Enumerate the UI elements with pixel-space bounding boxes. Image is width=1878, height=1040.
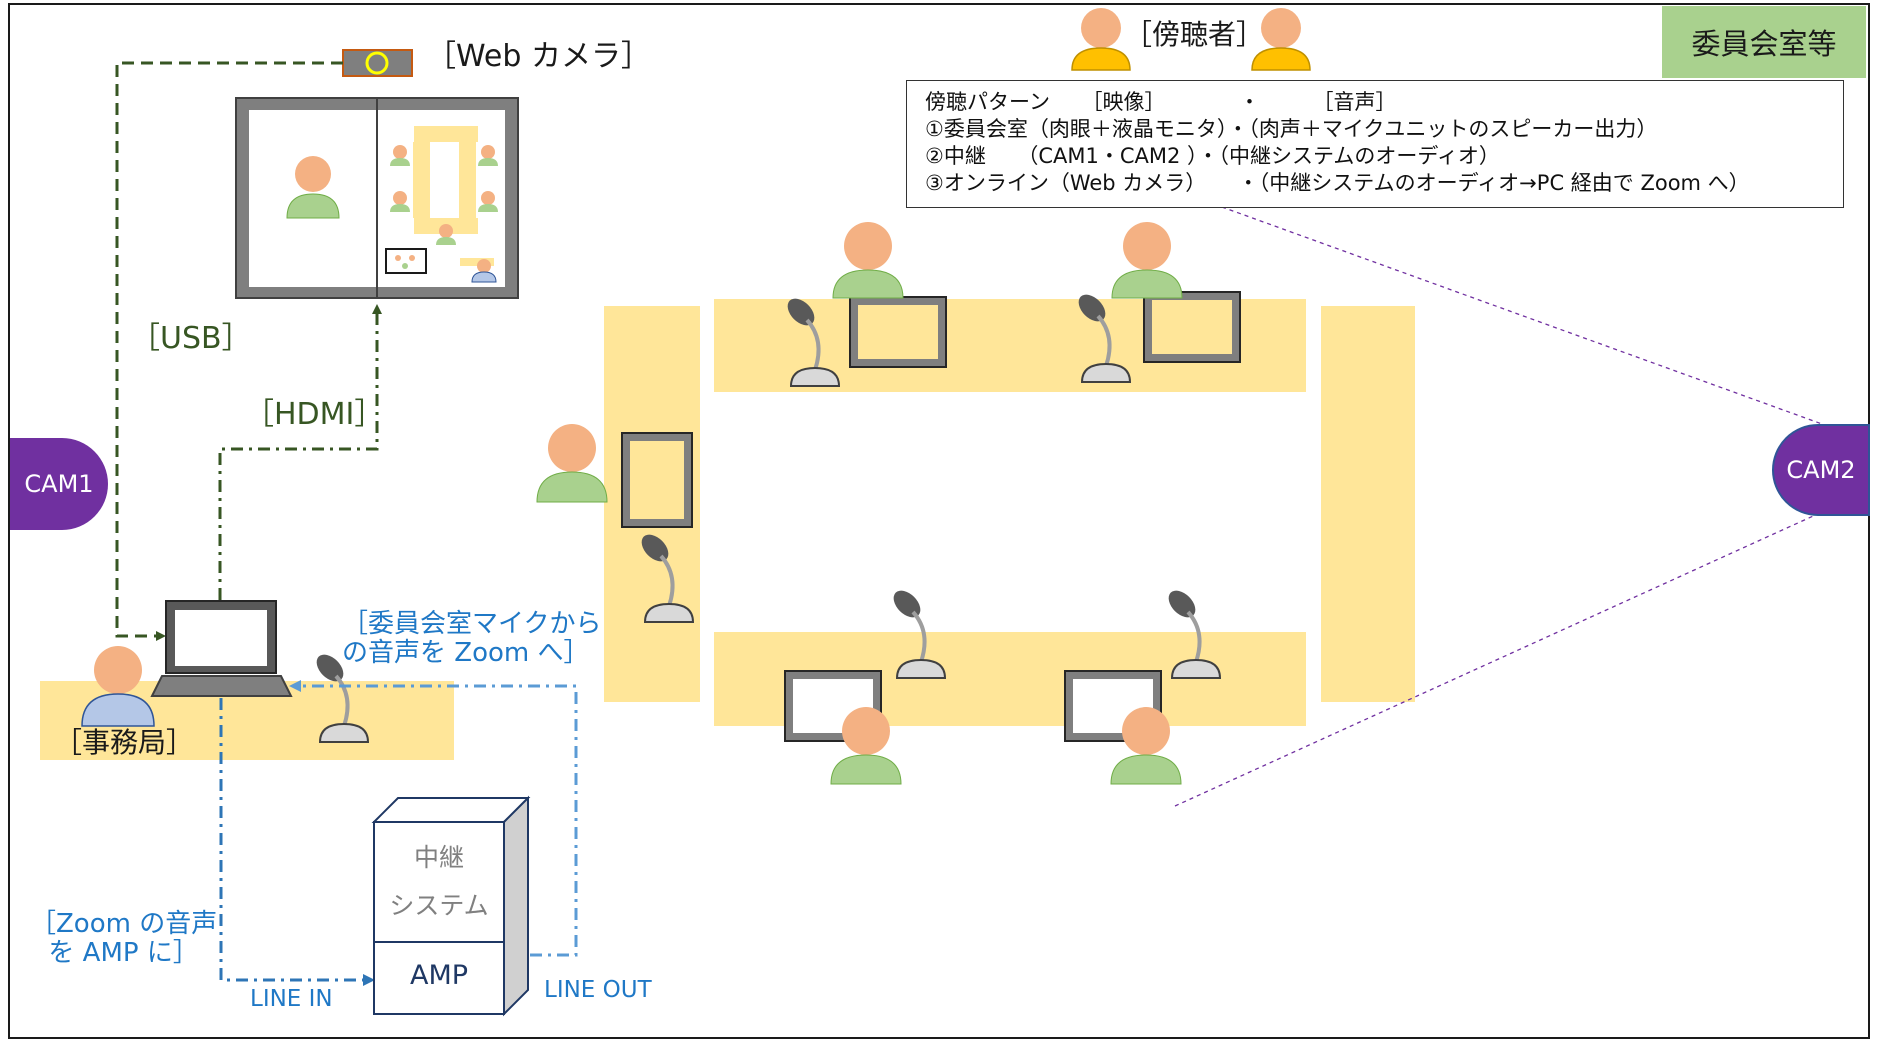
zoom-to-amp-line bbox=[219, 698, 375, 986]
legend-header: 傍聴パターン ［映像］ ・ ［音声］ bbox=[925, 90, 1397, 114]
spectator-persons bbox=[1071, 8, 1311, 71]
cam1-label: CAM1 bbox=[24, 470, 94, 498]
legend-row: ②中継 （CAM1・CAM2 ）・（中継システムのオーディオ） bbox=[925, 143, 1500, 168]
usb-label: ［USB］ bbox=[130, 321, 252, 356]
cam2-label: CAM2 bbox=[1786, 456, 1856, 484]
hdmi-label: ［HDMI］ bbox=[244, 397, 385, 432]
relay-system-box bbox=[371, 795, 531, 1017]
relay-system-line1: 中継 bbox=[413, 843, 464, 872]
legend-row: ①委員会室（肉眼＋液晶モニタ）・（肉声＋マイクユニットのスピーカー出力） bbox=[925, 116, 1658, 141]
relay-system-line2: システム bbox=[389, 891, 489, 920]
mic-to-zoom-label-line1: ［委員会室マイクから bbox=[342, 609, 602, 639]
spectators-label: ［傍聴者］ bbox=[1124, 18, 1265, 51]
display-monitor bbox=[235, 97, 519, 299]
line-in-label: LINE IN bbox=[250, 986, 333, 1012]
amp-label: AMP bbox=[409, 960, 469, 991]
cam2-icon: CAM2 bbox=[1772, 424, 1870, 516]
legend-box: 傍聴パターン ［映像］ ・ ［音声］ ①委員会室（肉眼＋液晶モニタ）・（肉声＋マ… bbox=[906, 80, 1844, 208]
member-persons bbox=[536, 222, 1183, 785]
mic-to-zoom-line bbox=[289, 680, 578, 957]
cam1-icon: CAM1 bbox=[10, 438, 108, 530]
secretariat-label: ［事務局］ bbox=[54, 726, 195, 759]
legend-row: ③オンライン（Web カメラ） ・（中継システムのオーディオ→PC 経由で Zo… bbox=[925, 170, 1750, 195]
usb-line bbox=[115, 61, 343, 641]
room-label-text: 委員会室等 bbox=[1691, 27, 1837, 61]
room-label: 委員会室等 bbox=[1662, 6, 1866, 78]
cam2-view-line-bottom bbox=[1174, 511, 1823, 807]
mic-to-zoom-label-line2: の音声を Zoom へ］ bbox=[342, 637, 590, 668]
secretariat-person-icon bbox=[81, 646, 155, 727]
zoom-to-amp-label-line1: ［Zoom の音声 bbox=[30, 909, 218, 939]
cam2-view-line-top bbox=[1221, 206, 1823, 425]
webcam-label: ［Web カメラ］ bbox=[426, 39, 651, 74]
webcam-icon bbox=[342, 49, 413, 77]
line-out-label: LINE OUT bbox=[544, 977, 652, 1003]
hdmi-line bbox=[218, 304, 382, 600]
outer-frame bbox=[8, 3, 1870, 1039]
mic-to-zoom-label: ［委員会室マイクから の音声を Zoom へ］ bbox=[342, 610, 601, 667]
zoom-to-amp-label: ［Zoom の音声 を AMP に］ bbox=[30, 910, 217, 967]
zoom-to-amp-label-line2: を AMP に］ bbox=[48, 937, 199, 968]
laptop-icon bbox=[150, 600, 293, 697]
